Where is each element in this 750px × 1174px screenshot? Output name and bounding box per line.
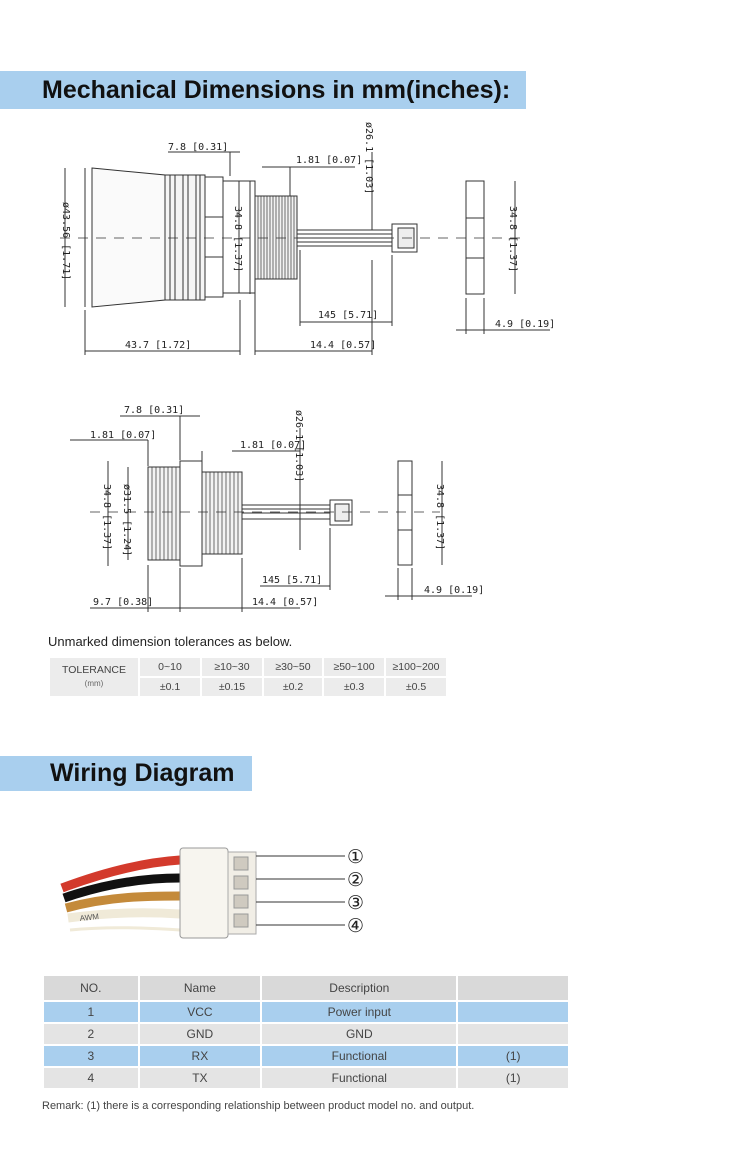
tolerance-value-cell: ±0.3 [322,676,386,698]
dim-label: 34.8 [1.37] [101,484,112,550]
header-no: NO. [42,974,140,1002]
dim-label: ø31.5 [1.24] [121,484,132,556]
wiring-section-title: Wiring Diagram [0,756,252,791]
header-name: Name [137,974,263,1002]
dim-label: 34.8 [1.37] [434,484,445,550]
table-header-row: NO. Name Description [42,974,570,1002]
tolerance-value-cell: ±0.5 [384,676,448,698]
dim-label: 43.7 [1.72] [125,340,191,351]
tolerance-label: TOLERANCE [62,664,126,676]
cell-no: 1 [42,1000,140,1024]
dim-label: ø26.1 [1.03] [363,122,374,194]
dim-label: 4.9 [0.19] [495,319,555,330]
dim-label: 34.8 [1.37] [507,206,518,272]
dim-label: 14.4 [0.57] [252,597,318,608]
connector-illustration: AWM ① ② ③ ④ [60,846,364,939]
dim-label: 1.81 [0.07] [240,440,306,451]
cell-no: 3 [42,1044,140,1068]
header-description: Description [260,974,459,1002]
wiring-remark: Remark: (1) there is a corresponding rel… [42,1100,475,1112]
cell-name: TX [137,1066,263,1090]
dim-label: 145 [5.71] [318,310,378,321]
drawing-top-view [60,151,550,355]
wiring-table: NO. Name Description 1 VCC Power input 2… [42,974,570,1090]
cell-note [456,1022,570,1046]
tolerance-value-cell: ±0.1 [138,676,202,698]
dim-label: 7.8 [0.31] [124,405,184,416]
cable-marking: AWM [79,912,99,923]
range-cell: ≥50~100 [322,656,386,678]
range-cell: 0~10 [138,656,202,678]
table-row: 4 TX Functional (1) [42,1066,570,1090]
tolerance-header: TOLERANCE (mm) [48,656,140,698]
tolerance-note: Unmarked dimension tolerances as below. [48,634,293,649]
mechanical-section-title: Mechanical Dimensions in mm(inches): [0,71,526,109]
dim-label: 9.7 [0.38] [93,597,153,608]
dim-label: 14.4 [0.57] [310,340,376,351]
dim-label: 34.8 [1.37] [232,206,243,272]
cell-description: Power input [260,1000,459,1024]
table-row: 1 VCC Power input [42,1000,570,1024]
header-note [456,974,570,1002]
dim-label: 145 [5.71] [262,575,322,586]
range-cell: ≥10~30 [200,656,264,678]
tolerance-value-cell: ±0.15 [200,676,264,698]
dim-label: 1.81 [0.07] [296,155,362,166]
pin-3-marker: ③ [347,892,364,914]
dim-label: 1.81 [0.07] [90,430,156,441]
tolerance-unit: (mm) [84,679,104,688]
cell-name: RX [137,1044,263,1068]
cell-note: (1) [456,1044,570,1068]
tolerance-value-cell: ±0.2 [262,676,324,698]
tolerance-table: TOLERANCE (mm) 0~10 ≥10~30 ≥30~50 ≥50~10… [48,656,448,698]
pin-2-marker: ② [347,869,364,891]
dim-label: 4.9 [0.19] [424,585,484,596]
cell-no: 2 [42,1022,140,1046]
pin-1-marker: ① [347,846,364,868]
cell-note [456,1000,570,1024]
dim-label: ø43.56 [1.71] [60,202,71,280]
cell-description: Functional [260,1066,459,1090]
drawing-bottom-view [70,415,472,612]
cell-name: GND [137,1022,263,1046]
pin-4-marker: ④ [347,915,364,937]
table-row: 3 RX Functional (1) [42,1044,570,1068]
dim-label: ø26.1 [1.03] [293,410,304,482]
range-cell: ≥30~50 [262,656,324,678]
dim-label: 7.8 [0.31] [168,142,228,153]
table-row: 2 GND GND [42,1022,570,1046]
cell-description: GND [260,1022,459,1046]
range-cell: ≥100~200 [384,656,448,678]
cell-description: Functional [260,1044,459,1068]
cell-note: (1) [456,1066,570,1090]
cell-name: VCC [137,1000,263,1024]
cell-no: 4 [42,1066,140,1090]
